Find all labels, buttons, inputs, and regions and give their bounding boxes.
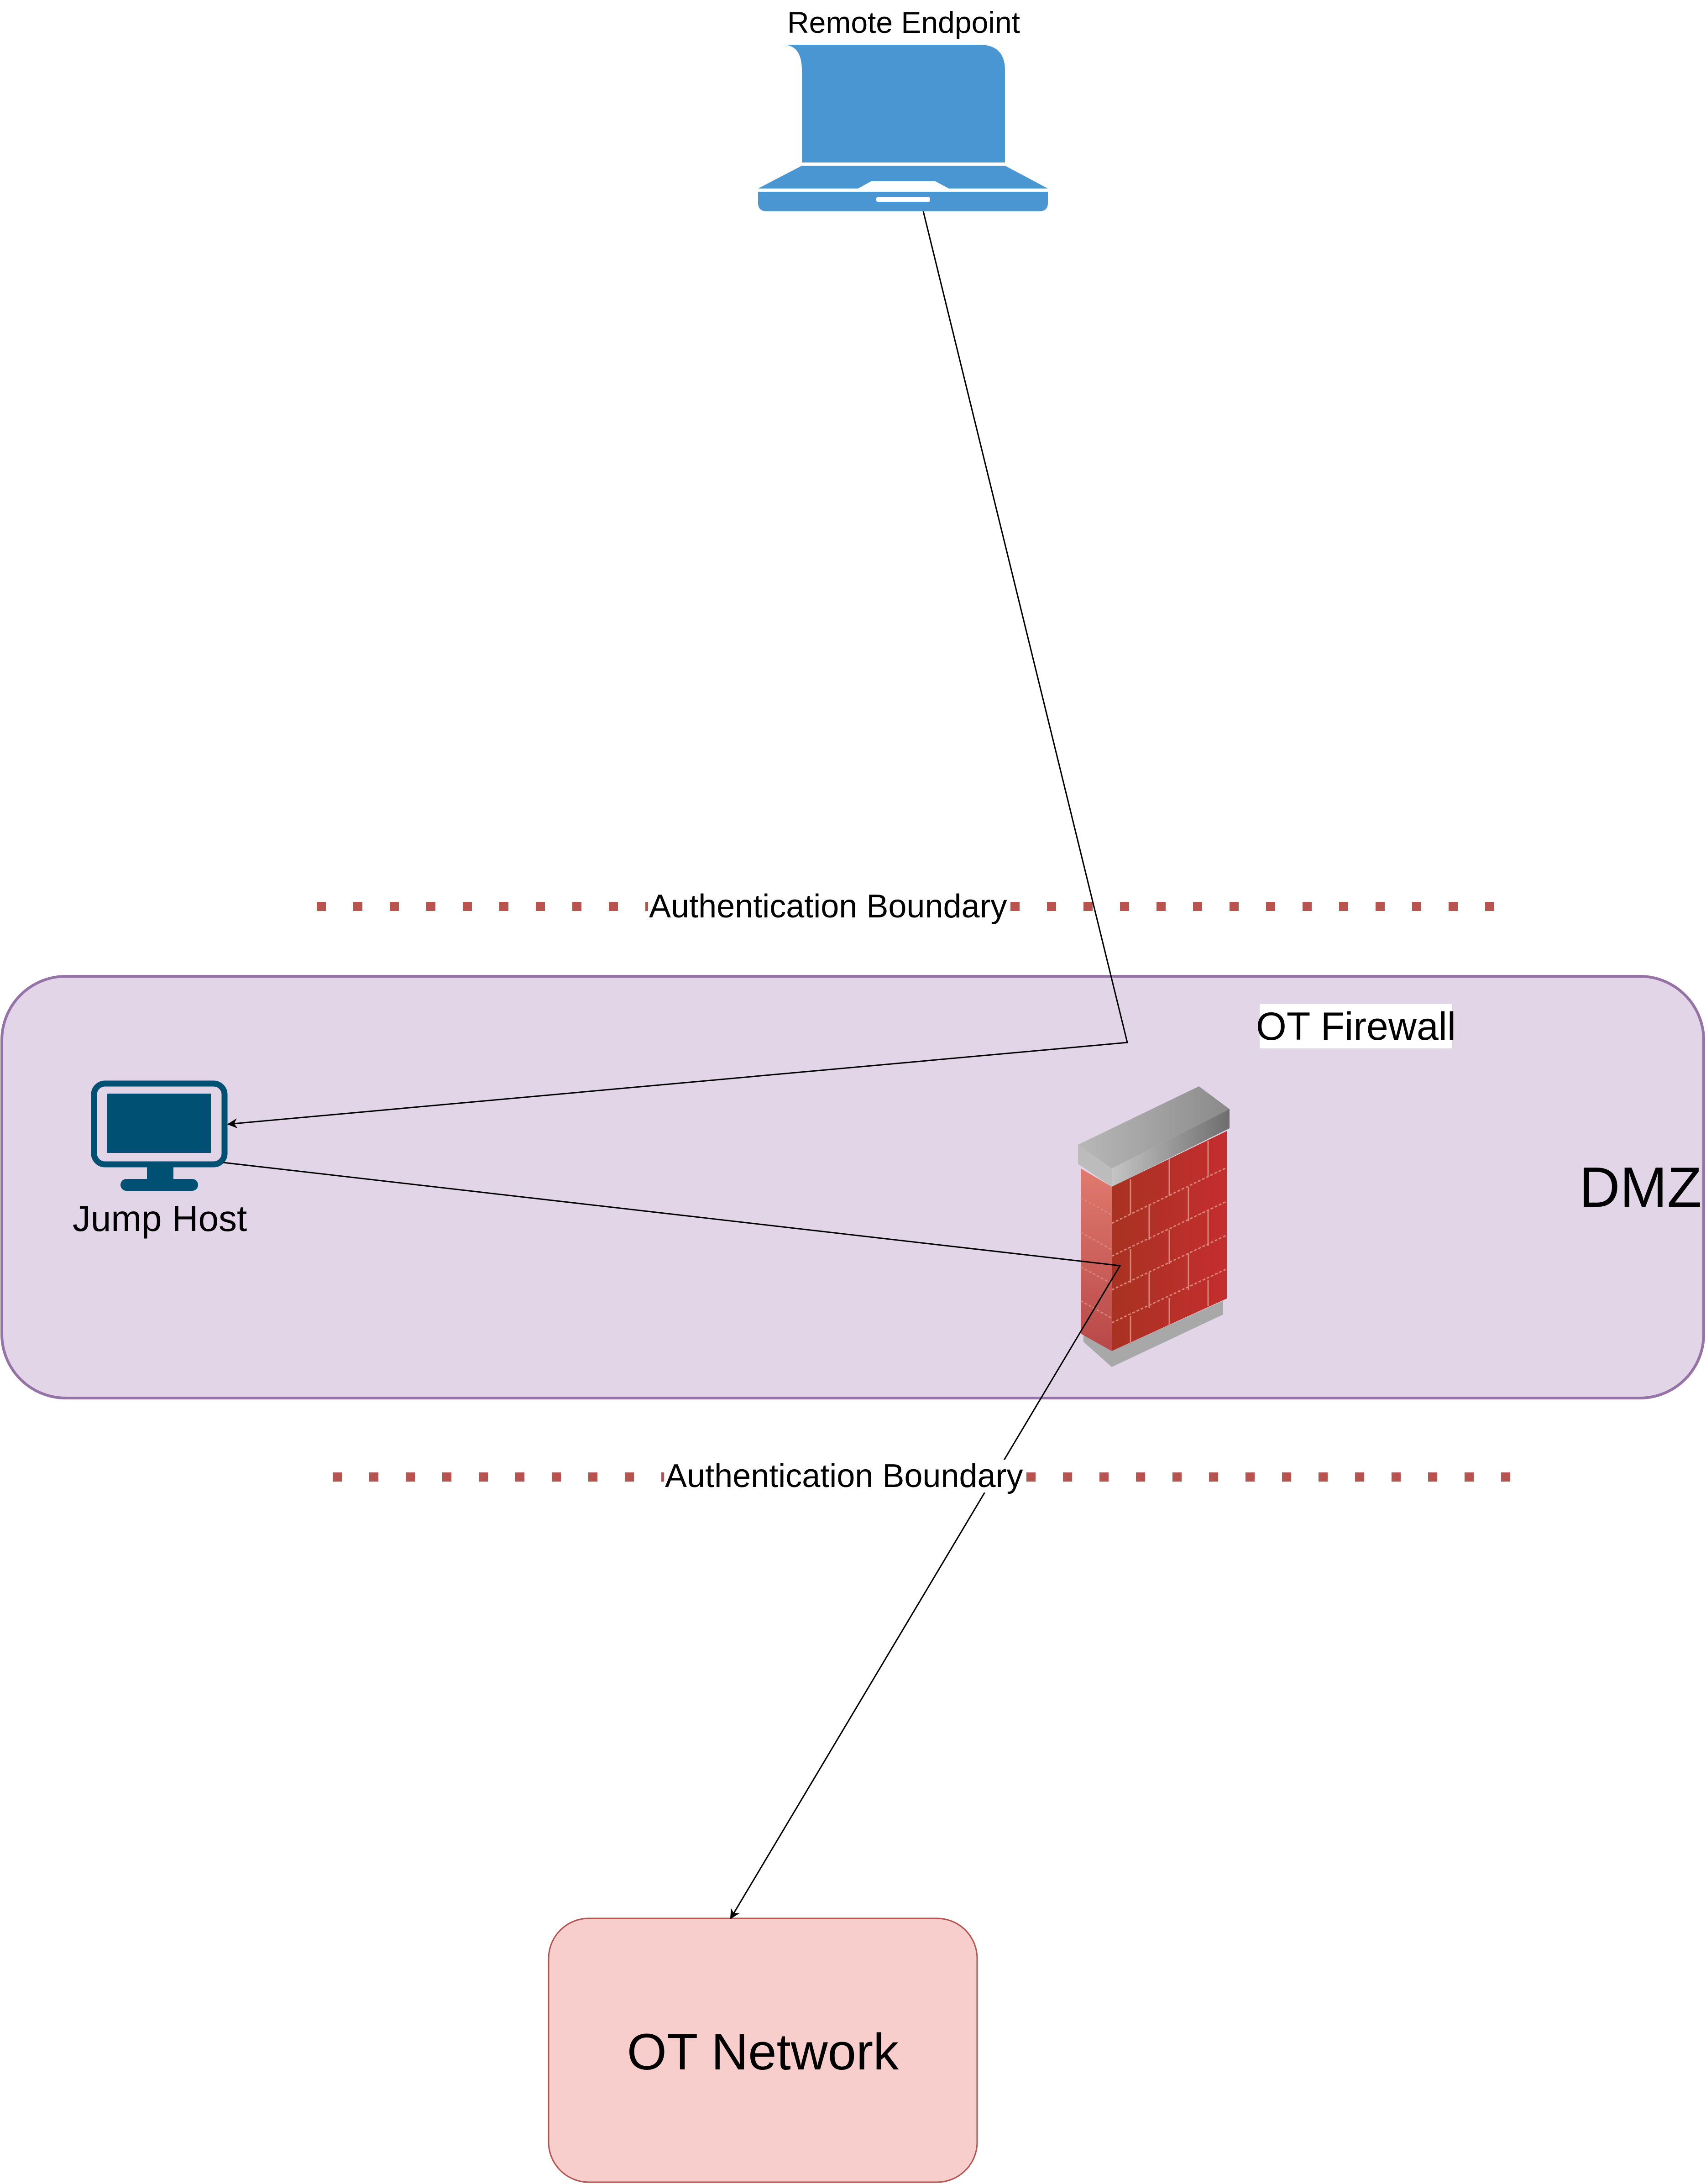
ot-firewall-label-text: OT Firewall: [1256, 1004, 1456, 1048]
dmz-zone[interactable]: [0, 975, 1705, 1399]
dmz-label: DMZ: [1579, 1156, 1702, 1219]
jump-host-label: Jump Host: [72, 1198, 247, 1239]
authentication-boundary-label-1: Authentication Boundary: [648, 888, 1008, 925]
laptop-icon[interactable]: [758, 45, 1048, 211]
remote-endpoint-label: Remote Endpoint: [787, 5, 1020, 39]
monitor-icon[interactable]: [91, 1080, 228, 1191]
connector-remote-to-jumphost[interactable]: [227, 211, 1128, 1129]
firewall-brick-wall-icon[interactable]: [1078, 1086, 1230, 1367]
connector-jumphost-to-otnetwork[interactable]: [223, 1162, 1121, 1919]
ot-network-label: OT Network: [627, 2023, 899, 2080]
ot-network-box[interactable]: [548, 1917, 978, 2183]
authentication-boundary-label-2: Authentication Boundary: [664, 1458, 1024, 1494]
ot-firewall-label: OT Firewall: [1256, 1004, 1456, 1048]
